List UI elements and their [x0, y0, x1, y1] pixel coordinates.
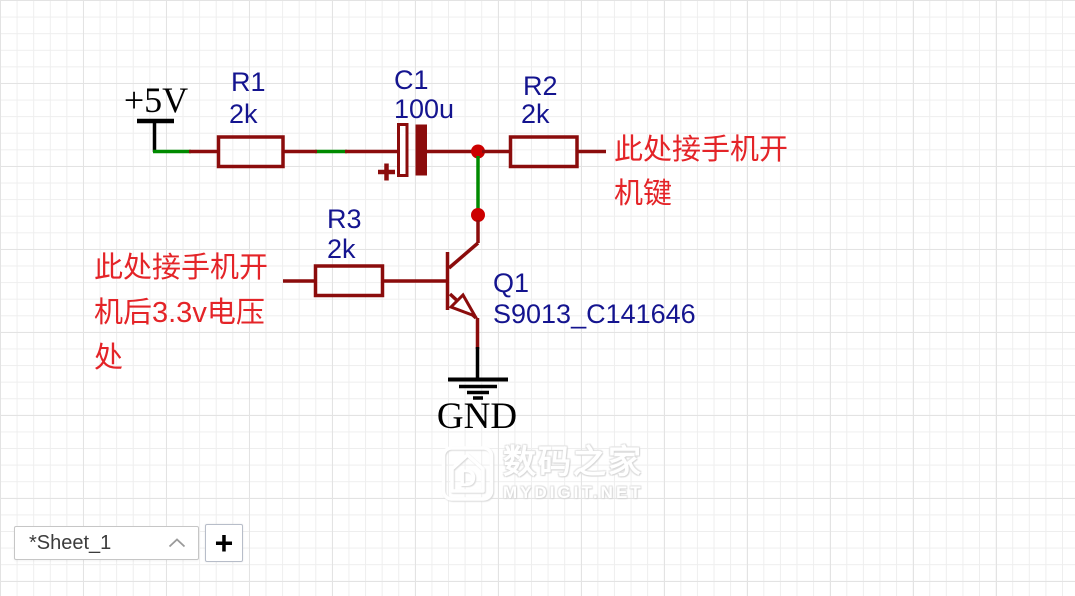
annotation-right-line1[interactable]: 此处接手机开 [614, 133, 788, 166]
annotation-right[interactable]: 此处接手机开 机键 [614, 133, 788, 210]
annotation-left[interactable]: 此处接手机开 机后3.3v电压 处 [94, 251, 268, 374]
resistor-r1[interactable]: R1 2k [189, 67, 317, 169]
ground-symbol[interactable]: GND [437, 347, 517, 437]
annotation-left-line3[interactable]: 处 [94, 341, 123, 374]
junction-dot[interactable] [471, 144, 485, 159]
annotation-left-line2[interactable]: 机后3.3v电压 [94, 296, 265, 329]
power-label[interactable]: +5V [124, 80, 188, 120]
c1-plate-positive[interactable] [397, 123, 409, 177]
c1-value-label[interactable]: 100u [394, 94, 454, 124]
mydigit-logo-icon: D [441, 446, 494, 501]
capacitor-c1[interactable]: C1 100u [345, 65, 474, 181]
r2-ref-label[interactable]: R2 [523, 71, 558, 101]
gnd-label[interactable]: GND [437, 396, 517, 437]
r1-body[interactable] [216, 135, 285, 169]
junction-dot[interactable] [471, 208, 485, 222]
watermark: D 数码之家 MYDIGIT.NET [441, 444, 644, 503]
sheet-tab[interactable]: *Sheet_1 [14, 526, 199, 560]
q1-emitter-arrow [448, 292, 479, 319]
resistor-r3[interactable]: R3 2k [283, 204, 446, 298]
watermark-brand-text: 数码之家 [503, 443, 643, 480]
q1-ref-label[interactable]: Q1 [493, 268, 529, 298]
watermark-logo-letter: D [459, 465, 476, 492]
q1-collector-diag [447, 241, 480, 270]
r2-value-label[interactable]: 2k [521, 99, 550, 129]
add-sheet-button[interactable]: + [205, 524, 243, 562]
q1-part-label[interactable]: S9013_C141646 [493, 299, 696, 329]
plus-icon: + [214, 525, 234, 561]
r1-ref-label[interactable]: R1 [231, 67, 266, 97]
c1-plate-negative[interactable] [415, 124, 428, 176]
power-flag-5v[interactable]: +5V [124, 80, 188, 152]
r2-body[interactable] [508, 135, 579, 169]
resistor-r2[interactable]: R2 2k [482, 71, 606, 169]
r3-value-label[interactable]: 2k [327, 234, 356, 264]
sheet-tab-label: *Sheet_1 [29, 531, 112, 554]
watermark-site-text: MYDIGIT.NET [503, 483, 644, 502]
transistor-q1[interactable]: Q1 S9013_C141646 [445, 220, 696, 349]
annotation-left-line1[interactable]: 此处接手机开 [94, 251, 268, 284]
r3-body[interactable] [313, 264, 385, 298]
r1-value-label[interactable]: 2k [229, 99, 258, 129]
r3-ref-label[interactable]: R3 [327, 204, 362, 234]
chevron-up-icon[interactable] [168, 538, 186, 548]
c1-ref-label[interactable]: C1 [394, 65, 429, 95]
annotation-right-line2[interactable]: 机键 [614, 177, 672, 210]
